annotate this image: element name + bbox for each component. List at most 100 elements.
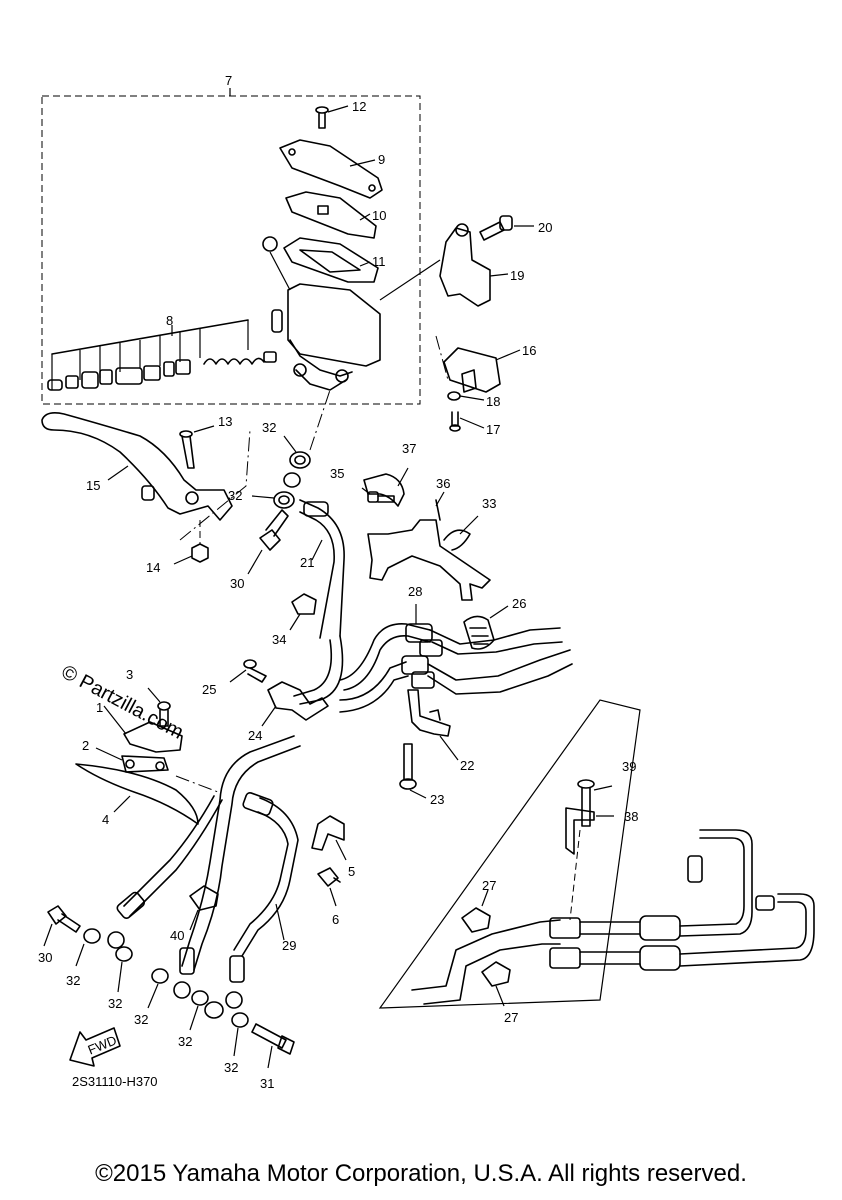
part-19-holder [439, 223, 509, 307]
part-31-union-bolt [251, 1023, 295, 1069]
part-39-bolt [577, 779, 613, 827]
part-17-screw [449, 411, 485, 432]
callout-19: 19 [510, 268, 524, 283]
part-10-plate [285, 191, 377, 239]
part-11-diaphragm [262, 236, 379, 291]
callout-14: 14 [146, 560, 160, 575]
brake-line-right [411, 829, 815, 1005]
callout-32: 32 [228, 488, 242, 503]
callout-3: 3 [126, 667, 133, 682]
callout-26: 26 [512, 596, 526, 611]
callout-23: 23 [430, 792, 444, 807]
callout-28: 28 [408, 584, 422, 599]
part-9-reservoir-cap [279, 139, 383, 199]
callout-13: 13 [218, 414, 232, 429]
callout-9: 9 [378, 152, 385, 167]
callout-32: 32 [224, 1060, 238, 1075]
part-3-bolt [147, 687, 171, 727]
part-8-piston-kit [47, 319, 277, 391]
copyright-footer: ©2015 Yamaha Motor Corporation, U.S.A. A… [95, 1160, 747, 1187]
part-23-bolt [399, 743, 427, 799]
banjo-fitting [225, 955, 245, 1009]
callout-36: 36 [436, 476, 450, 491]
part-6-bolt [317, 867, 341, 907]
callout-6: 6 [332, 912, 339, 927]
master-cylinder-body [271, 259, 441, 391]
banjo-fitting [173, 947, 195, 999]
callout-20: 20 [538, 220, 552, 235]
part-28-brake-hose [293, 604, 563, 705]
callout-33: 33 [482, 496, 496, 511]
part-2-spacer [95, 747, 169, 773]
callout-38: 38 [624, 809, 638, 824]
callout-39: 39 [622, 759, 636, 774]
callout-32: 32 [134, 1012, 148, 1027]
part-5-bracket [311, 815, 347, 861]
callout-24: 24 [248, 728, 262, 743]
part-18-washer [447, 391, 485, 401]
part-32-washer [231, 1012, 249, 1057]
part-30-union-bolt [43, 905, 81, 947]
part-21-brake-hose [299, 499, 345, 639]
callout-11: 11 [372, 254, 386, 269]
forward-direction-arrow: FWD [69, 1027, 121, 1067]
callout-34: 34 [272, 632, 286, 647]
part-14-nut [173, 520, 209, 565]
part-32-washer [75, 928, 101, 967]
part-27-grommet [461, 889, 491, 933]
part-30-union-bolt [247, 509, 289, 575]
callout-30: 30 [38, 950, 52, 965]
callout-2: 2 [82, 738, 89, 753]
callout-40: 40 [170, 928, 184, 943]
callout-4: 4 [102, 812, 109, 827]
part-4-plate [75, 763, 199, 825]
callout-27: 27 [504, 1010, 518, 1025]
part-38-bracket [565, 807, 614, 855]
part-35-bolt [361, 487, 395, 503]
hose-bundle-lower [339, 649, 573, 713]
part-12-screw [315, 105, 349, 129]
callout-15: 15 [86, 478, 100, 493]
part-33-clip [443, 515, 479, 551]
callout-1: 1 [96, 700, 103, 715]
callout-27: 27 [482, 878, 496, 893]
part-25-bolt [229, 659, 267, 683]
part-32-washer [251, 491, 295, 509]
part-13-pivot-bolt [179, 425, 215, 469]
callout-29: 29 [282, 938, 296, 953]
exploded-parts-diagram: FWD © Partzilla.com 2S31110-H370 7 12 9 … [38, 73, 815, 1091]
part-16-brake-switch [443, 347, 521, 393]
callout-32: 32 [178, 1034, 192, 1049]
callout-25: 25 [202, 682, 216, 697]
assembly-7-boundary [41, 95, 421, 405]
part-27-grommet [481, 961, 511, 1007]
brake-hose-left [107, 795, 223, 949]
part-26-clamp [463, 605, 509, 650]
callout-12: 12 [352, 99, 366, 114]
callout-8: 8 [166, 313, 173, 328]
part-37-clamp [363, 467, 409, 507]
part-32-washer [204, 1001, 224, 1019]
part-32-washer [189, 990, 209, 1031]
part-24-holder [261, 681, 329, 727]
part-22-bracket [407, 689, 459, 761]
callout-37: 37 [402, 441, 416, 456]
part-29-brake-hose [181, 735, 301, 971]
callout-32: 32 [262, 420, 276, 435]
callout-32: 32 [108, 996, 122, 1011]
callout-31: 31 [260, 1076, 274, 1091]
part-32-washer [115, 946, 133, 993]
callout-30: 30 [230, 576, 244, 591]
callout-7: 7 [225, 73, 232, 88]
part-40-grommet [189, 885, 219, 931]
part-32-washer [283, 472, 301, 488]
part-34-grommet [289, 593, 317, 631]
part-20-bolt [479, 215, 534, 241]
callout-22: 22 [460, 758, 474, 773]
callout-18: 18 [486, 394, 500, 409]
part-15-brake-lever [41, 412, 233, 521]
part-1-bracket [103, 705, 183, 753]
callout-17: 17 [486, 422, 500, 437]
part-32-washer [147, 968, 169, 1009]
